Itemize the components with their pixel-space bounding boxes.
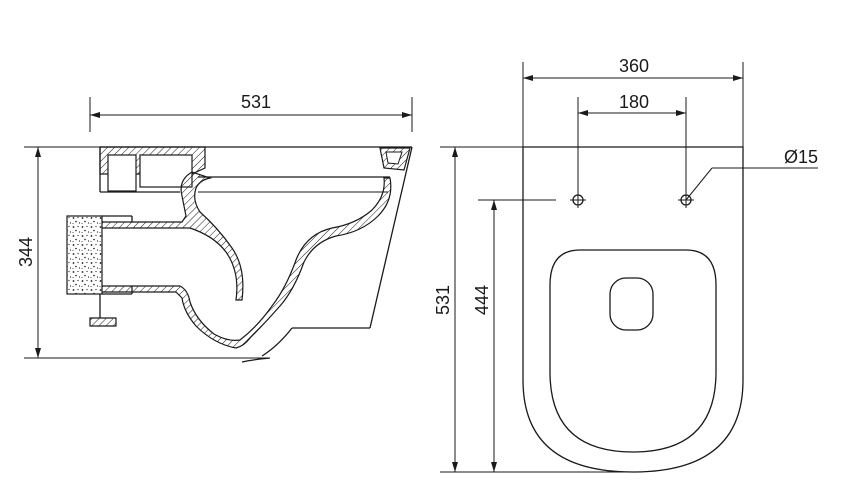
hole-diameter-leader: Ø15 — [685, 147, 818, 201]
top-view: 360 180 — [433, 56, 818, 473]
top-width-label: 360 — [619, 56, 649, 76]
side-height-dimension: 344 — [16, 146, 268, 359]
flush-outlet — [609, 277, 654, 331]
side-height-label: 344 — [16, 237, 36, 267]
hole-distance-dimension: 444 — [472, 199, 556, 472]
wall-fixing-block — [66, 215, 103, 295]
bowl-opening — [549, 249, 717, 453]
top-length-label: 531 — [433, 285, 453, 315]
hole-spacing-dimension: 180 — [577, 92, 687, 208]
side-view: 531 344 — [16, 92, 413, 363]
bowl-shell — [99, 177, 392, 349]
top-length-dimension: 531 — [433, 146, 633, 473]
outlet-stub — [89, 317, 117, 327]
hole-distance-label: 444 — [472, 285, 492, 315]
hole-spacing-label: 180 — [619, 92, 649, 112]
toilet-top-outline — [522, 146, 744, 473]
hole-diameter-label: Ø15 — [784, 147, 818, 167]
side-length-label: 531 — [241, 92, 271, 112]
side-length-dimension: 531 — [89, 92, 413, 132]
top-width-dimension: 360 — [522, 56, 744, 147]
trap-wall — [99, 171, 244, 301]
fixing-hole-left — [570, 192, 586, 208]
